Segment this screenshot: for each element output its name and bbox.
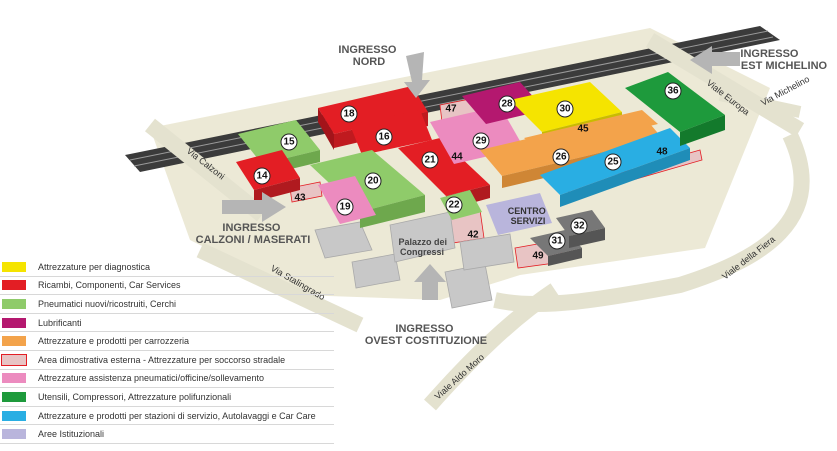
hall-marker-21	[421, 151, 439, 169]
hall-number-29: 29	[475, 136, 487, 147]
hall-number-49: 49	[532, 251, 544, 262]
legend-row: Ricambi, Componenti, Car Services	[0, 277, 334, 296]
legend-label: Ricambi, Componenti, Car Services	[38, 280, 181, 291]
legend-swatch	[2, 429, 26, 440]
hall-marker-16	[375, 128, 393, 146]
legend-label: Attrezzature e prodotti per stazioni di …	[38, 410, 316, 421]
legend-label: Attrezzature assistenza pneumatici/offic…	[38, 373, 264, 384]
hall-number-15: 15	[283, 137, 295, 148]
hall-marker-26	[552, 148, 570, 166]
hall-number-14: 14	[256, 171, 268, 182]
hall-number-20: 20	[367, 176, 379, 187]
legend-swatch	[2, 280, 26, 291]
legend-label: Aree Istituzionali	[38, 429, 105, 440]
hall-number-31: 31	[551, 236, 563, 247]
legend-swatch	[1, 353, 27, 366]
legend-label: Pneumatici nuovi/ricostruiti, Cerchi	[38, 298, 177, 309]
hall-number-36: 36	[667, 86, 679, 97]
hall-number-21: 21	[424, 155, 436, 166]
hall-36	[625, 72, 725, 132]
hall-number-47: 47	[445, 104, 457, 115]
entrance-nord: INGRESSO NORD	[338, 44, 399, 68]
hall-15	[238, 120, 320, 164]
hall-marker-28	[498, 95, 516, 113]
hall-marker-19	[336, 198, 354, 216]
legend-row: Attrezzature e prodotti per carrozzeria	[0, 332, 334, 351]
centro-servizi-label: CENTRO SERVIZI	[508, 206, 549, 226]
hall-number-30: 30	[559, 104, 571, 115]
hall-marker-18	[340, 105, 358, 123]
hall-marker-32	[570, 217, 588, 235]
hall-marker-15	[280, 133, 298, 151]
hall-number-28: 28	[501, 99, 513, 110]
hall-number-32: 32	[573, 221, 585, 232]
entrance-calzoni-maserati: INGRESSO CALZONI / MASERATI	[196, 222, 311, 246]
arrow-ovest	[414, 264, 446, 300]
hall-number-42: 42	[467, 230, 479, 241]
legend-row: Attrezzature assistenza pneumatici/offic…	[0, 370, 334, 389]
road-viale-aldo-moro	[424, 283, 560, 411]
legend-label: Area dimostrativa esterna - Attrezzature…	[38, 354, 286, 365]
legend-label: Lubrificanti	[38, 317, 82, 328]
road-via-michelino	[718, 89, 802, 118]
hall-marker-36	[664, 82, 682, 100]
road-label-viale-aldo-moro: Viale Aldo Moro	[433, 352, 486, 402]
hall-number-45: 45	[577, 124, 589, 135]
legend-row: Lubrificanti	[0, 314, 334, 333]
hall-marker-25	[604, 153, 622, 171]
legend-row: Attrezzature e prodotti per stazioni di …	[0, 407, 334, 426]
hall-marker-30	[556, 100, 574, 118]
grey-buildings	[314, 211, 515, 309]
centro-servizi-area	[486, 193, 552, 235]
hall-marker-29	[472, 132, 490, 150]
entrance-est-michelino: INGRESSO EST MICHELINO	[740, 48, 827, 72]
legend-row: Aree Istituzionali	[0, 425, 334, 444]
hall-number-18: 18	[343, 109, 355, 120]
hall-number-19: 19	[339, 202, 351, 213]
hall-number-26: 26	[555, 152, 567, 163]
road-viale-europa	[645, 33, 805, 137]
hall-numbers: 14 15 16 18 19 20 21 22 25 26 28 29 30 31 32 36 42 43 44 45…	[253, 82, 682, 262]
legend-label: Attrezzature e prodotti per carrozzeria	[38, 336, 190, 347]
hall-26	[480, 112, 662, 176]
legend-label: Utensili, Compressori, Attrezzature poli…	[38, 391, 232, 402]
legend-swatch	[2, 410, 26, 421]
legend-swatch	[2, 261, 26, 272]
hall-18	[318, 86, 428, 134]
legend-row: Attrezzature per diagnostica	[0, 258, 334, 277]
hall-marker-22	[445, 196, 463, 214]
hall-number-22: 22	[448, 200, 460, 211]
legend-row: Pneumatici nuovi/ricostruiti, Cerchi	[0, 295, 334, 314]
entrance-ovest-costituzione: INGRESSO OVEST COSTITUZIONE	[365, 323, 487, 347]
legend-row: Area dimostrativa esterna - Attrezzature…	[0, 351, 334, 370]
hall-number-25: 25	[607, 157, 619, 168]
road-via-stalingrado	[196, 242, 364, 333]
hall-number-16: 16	[378, 132, 390, 143]
arrow-calzoni	[222, 192, 286, 222]
hall-number-48: 48	[656, 147, 668, 158]
hall-marker-20	[364, 172, 382, 190]
legend-swatch	[2, 336, 26, 347]
hall-number-43: 43	[294, 193, 306, 204]
hall-number-44: 44	[451, 152, 463, 163]
legend-row: Utensili, Compressori, Attrezzature poli…	[0, 388, 334, 407]
legend-label: Attrezzature per diagnostica	[38, 261, 151, 272]
arrow-est	[690, 46, 740, 74]
hall-marker-31	[548, 232, 566, 250]
road-label-viale-della-fiera: Viale della Fiera	[720, 234, 777, 282]
legend-swatch	[2, 373, 26, 384]
palazzo-dei-congressi-label: Palazzo dei Congressi	[398, 237, 449, 257]
hall-21	[398, 138, 490, 196]
hall-marker-14	[253, 167, 271, 185]
legend-swatch	[2, 391, 26, 402]
arrow-nord	[404, 52, 430, 98]
entrance-arrows	[222, 46, 740, 300]
legend-swatch	[2, 317, 26, 328]
legend-swatch	[2, 298, 26, 309]
